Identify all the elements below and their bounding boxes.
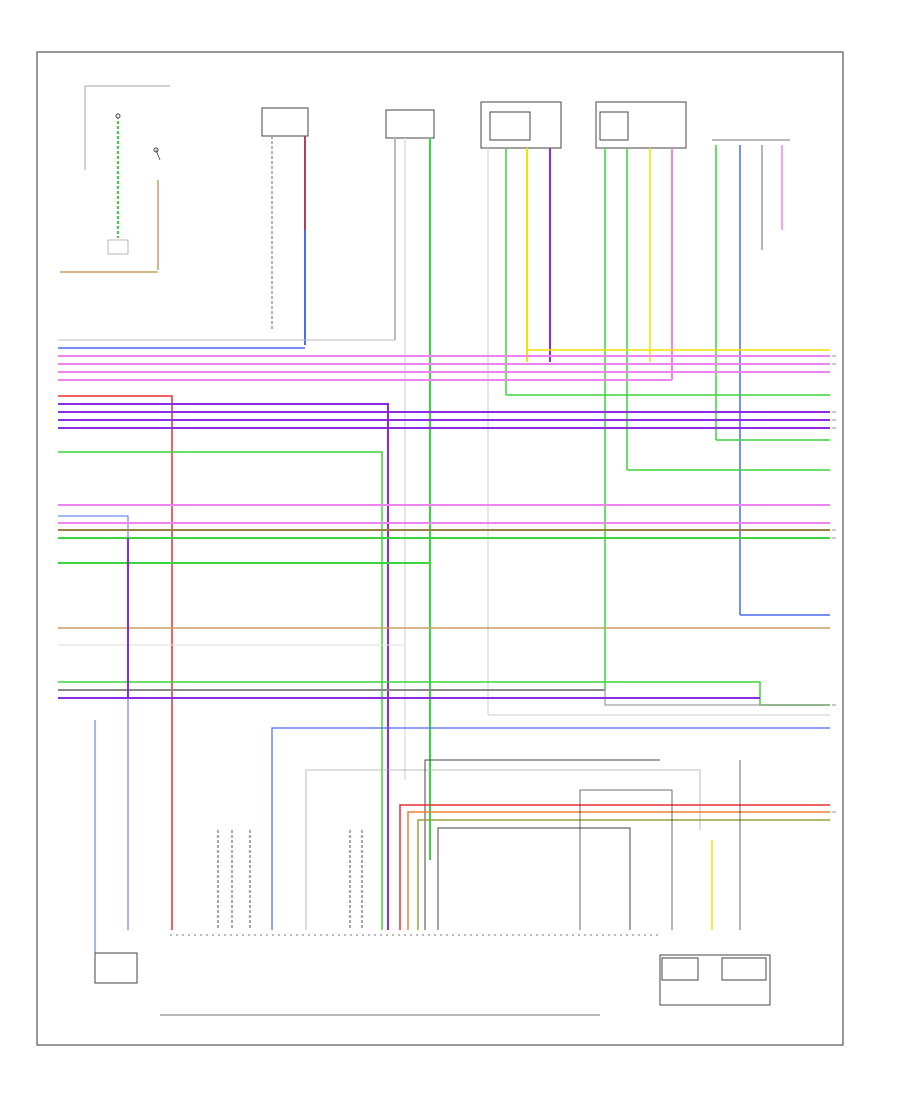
door-module-4 [595, 101, 687, 690]
switch-small-left [60, 147, 161, 273]
bottom-left-lamp-module [94, 952, 138, 984]
horizontal-wires [58, 339, 830, 960]
diagram-frame [36, 51, 844, 1046]
right-sensor-module [712, 139, 790, 615]
right-terminals [832, 355, 836, 813]
bottom-right-module [659, 954, 771, 1006]
instrument-cluster [84, 85, 170, 255]
control-module-top-1 [261, 107, 309, 345]
control-module-top-2 [385, 109, 435, 860]
door-module-3 [480, 101, 562, 715]
lower-module-pins [170, 830, 660, 936]
